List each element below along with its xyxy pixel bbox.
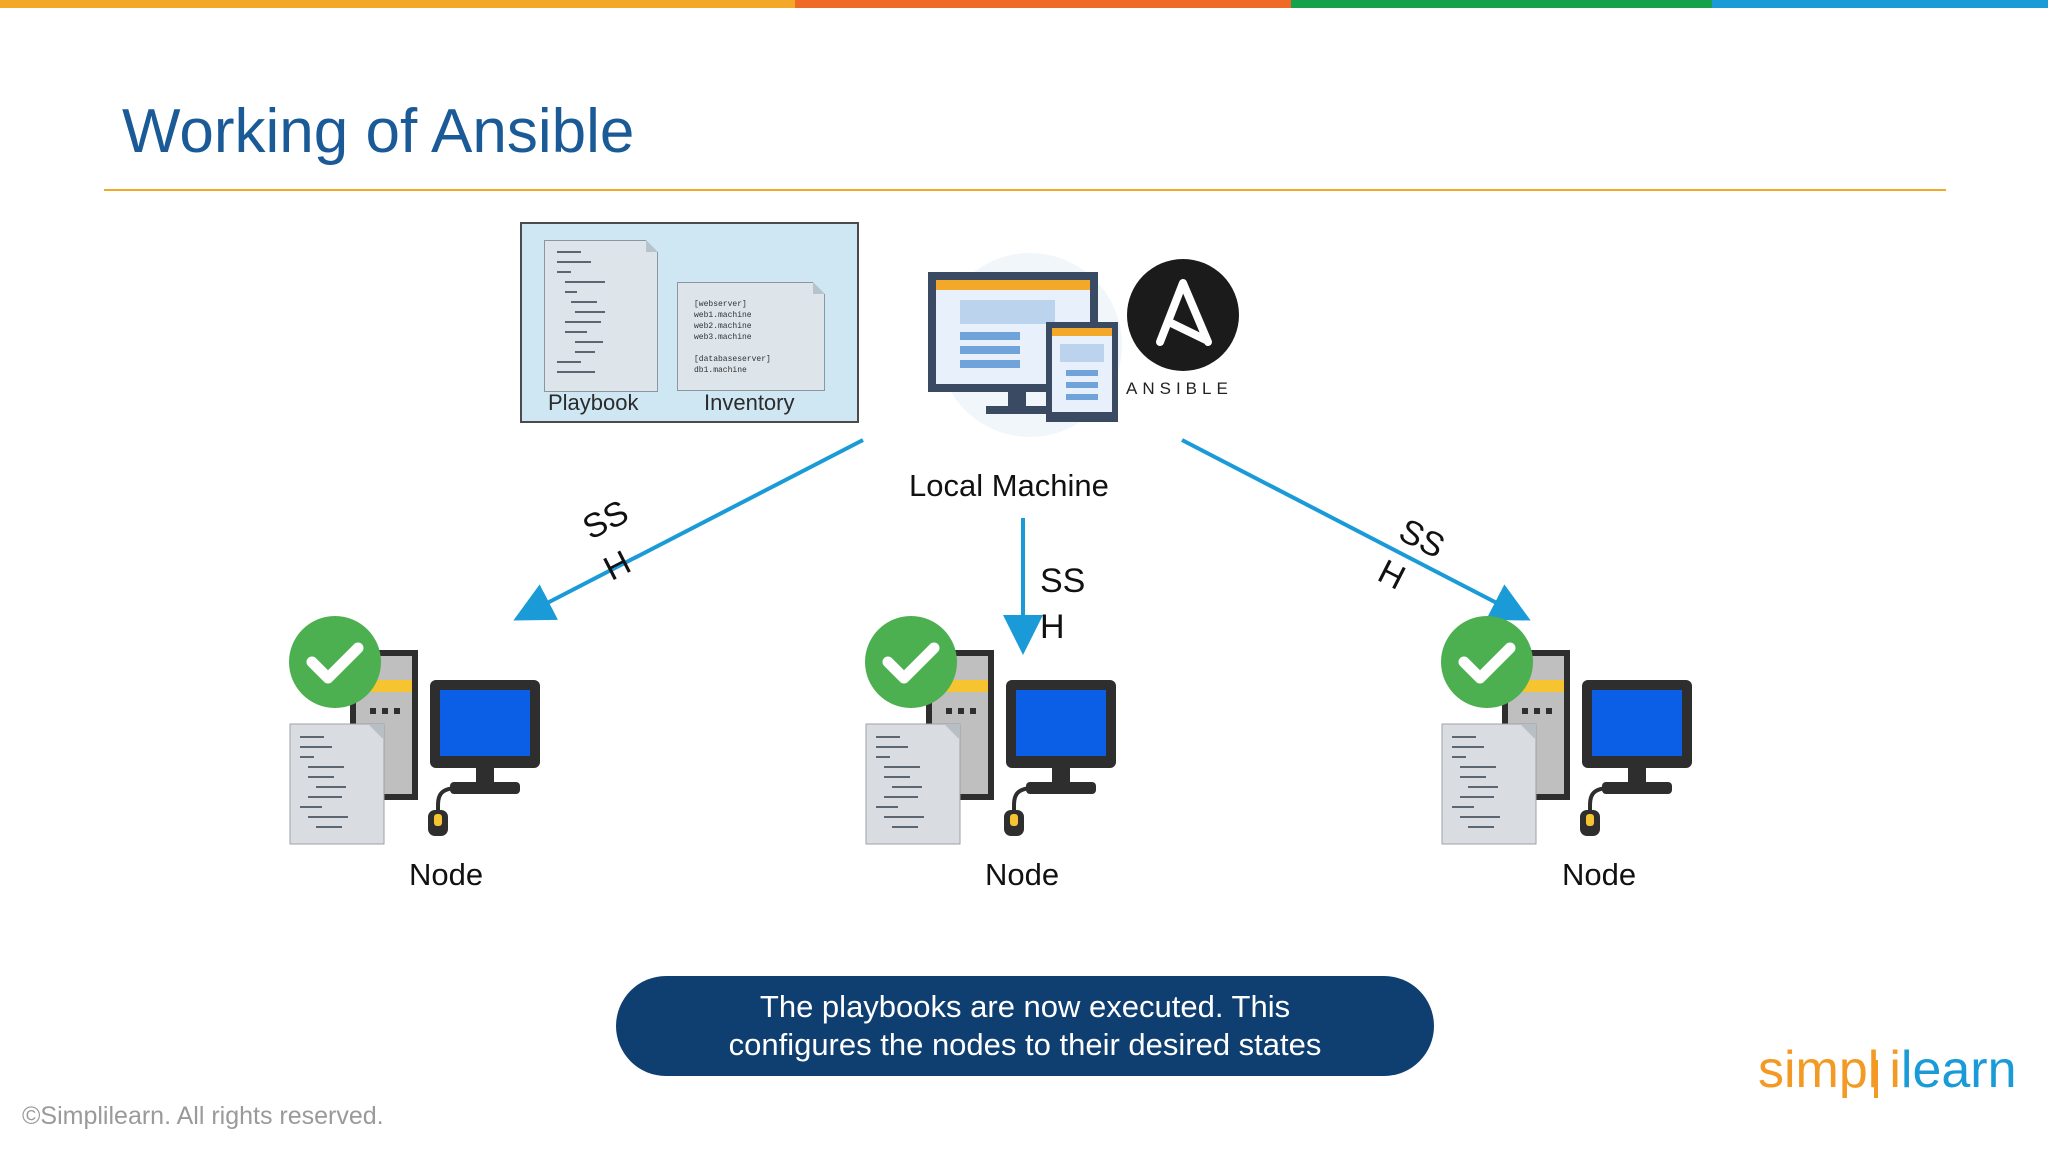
ssh-arrow-right: [1181, 438, 1531, 621]
ansible-logo-text: ANSIBLE: [1126, 379, 1233, 398]
inventory-document-icon: [webserver] web1.machine web2.machine we…: [677, 282, 825, 391]
accent-orange: [0, 0, 795, 8]
node-label: Node: [1562, 857, 1637, 892]
simplilearn-logo-mark: [1874, 1060, 1878, 1098]
title-divider: [104, 189, 1946, 191]
local-machine-icon: [928, 253, 1122, 437]
slide-title: Working of Ansible: [122, 97, 635, 166]
brand-simpl: simpl: [1758, 1041, 1880, 1099]
accent-blue: [1712, 0, 2048, 8]
files-panel: [webserver] web1.machine web2.machine we…: [520, 222, 859, 423]
node-label: Node: [985, 857, 1060, 892]
inventory-content: [webserver] web1.machine web2.machine we…: [694, 300, 771, 375]
callout-bubble: The playbooks are now executed. This con…: [616, 976, 1434, 1076]
node-computer-icon: [865, 616, 1116, 845]
playbook-label: Playbook: [548, 390, 639, 415]
ansible-logo-icon: [1127, 259, 1239, 371]
inventory-label: Inventory: [704, 390, 795, 415]
local-machine-label: Local Machine: [909, 468, 1109, 503]
accent-red: [795, 0, 1291, 8]
node-label: Node: [409, 857, 484, 892]
brand-sep: i: [1889, 1041, 1901, 1099]
ssh-arrow-left: [513, 438, 864, 621]
node-computer-icon: [289, 616, 540, 845]
top-accent-bar: [0, 0, 2048, 8]
node-computer-icon: [1441, 616, 1692, 845]
callout-line-2: configures the nodes to their desired st…: [728, 1027, 1322, 1062]
playbook-document-icon: [544, 240, 658, 392]
copyright-text: ©Simplilearn. All rights reserved.: [22, 1102, 384, 1130]
callout-line-1: The playbooks are now executed. This: [759, 989, 1291, 1024]
brand-learn: learn: [1900, 1041, 2017, 1099]
ssh-label-center: SS H: [1040, 562, 1086, 646]
accent-green: [1291, 0, 1712, 8]
